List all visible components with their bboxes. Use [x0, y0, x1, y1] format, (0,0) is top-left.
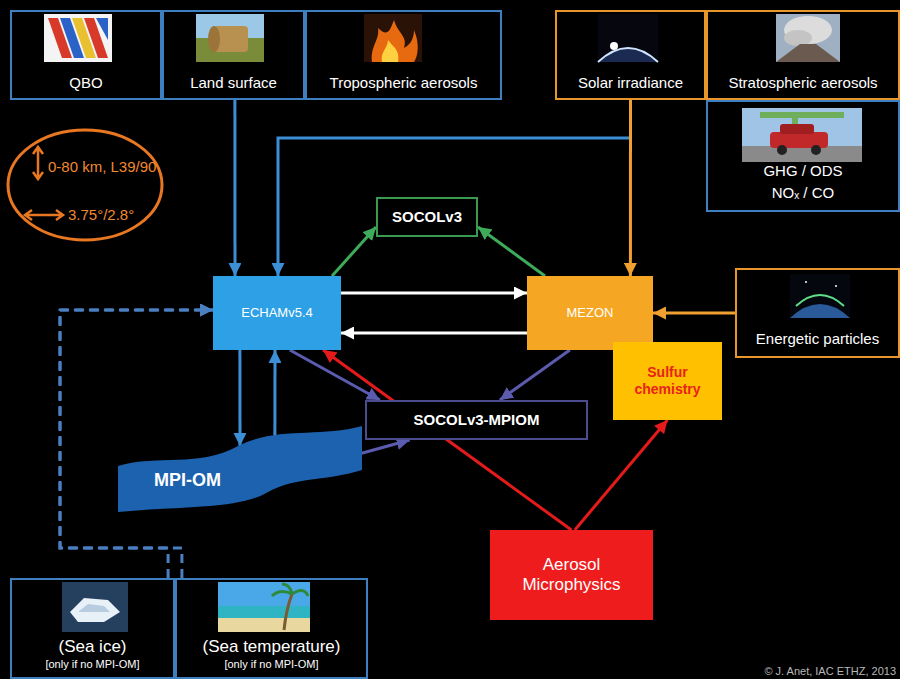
module-box: Aerosol Microphysics	[490, 530, 653, 620]
ocean-wave	[118, 426, 362, 512]
input-box: Energetic particles	[735, 268, 900, 358]
input-box: GHG / ODS NOₓ / CO	[706, 100, 900, 212]
module-box: Sulfur chemistry	[613, 342, 722, 420]
model-component-box: MEZON	[527, 276, 653, 350]
node-sublabel: NOₓ / CO	[772, 184, 834, 202]
sun-earth-icon	[598, 14, 658, 62]
connector-arrow	[341, 332, 527, 335]
node-label: MPI-OM	[154, 470, 221, 492]
connector-arrow	[500, 350, 570, 400]
node-label: 0-80 km, L39/90	[48, 158, 156, 176]
copyright-note: © J. Anet, IAC ETHZ, 2013	[764, 665, 896, 677]
aurora-icon	[790, 274, 850, 318]
node-label: MEZON	[567, 305, 614, 321]
connector-arrow	[238, 350, 241, 446]
input-box: QBO	[10, 10, 162, 100]
boundary-box: (Sea temperature)[only if no MPI-OM]	[175, 578, 368, 679]
model-component-box: ECHAMv5.4	[213, 276, 341, 350]
ellipse-outline	[6, 128, 164, 242]
qbo-plot-icon	[44, 14, 112, 62]
connector-arrow	[575, 420, 668, 530]
ellipse-border	[8, 130, 162, 240]
input-box: Solar irradiance	[555, 10, 706, 100]
node-label: GHG / ODS	[763, 162, 842, 180]
node-label: Tropospheric aerosols	[330, 74, 478, 92]
node-label: Solar irradiance	[578, 74, 683, 92]
input-box: Stratospheric aerosols	[706, 10, 900, 100]
sea-ice-icon	[62, 582, 128, 632]
horizontal-double-arrow	[25, 210, 63, 220]
node-label: SOCOLv3-MPIOM	[414, 411, 540, 429]
car-icon	[742, 108, 862, 162]
connector-arrow	[478, 227, 545, 276]
vertical-double-arrow	[33, 147, 43, 179]
node-label: QBO	[69, 74, 102, 92]
node-sublabel: [only if no MPI-OM]	[45, 658, 139, 671]
node-label: Sulfur chemistry	[619, 364, 716, 398]
node-sublabel: [only if no MPI-OM]	[224, 658, 318, 671]
fire-icon	[364, 14, 422, 62]
connector-arrow	[332, 227, 376, 276]
beach-icon	[218, 582, 310, 632]
model-box: SOCOLv3-MPIOM	[365, 400, 588, 440]
node-label: Energetic particles	[756, 330, 879, 348]
node-label: (Sea temperature)	[203, 637, 341, 657]
input-box: Land surface	[162, 10, 305, 100]
connector-arrow	[60, 310, 213, 578]
connector-arrow	[60, 310, 213, 578]
wave-outline	[118, 426, 362, 512]
connector-arrow	[233, 100, 236, 276]
node-label: SOCOLv3	[392, 208, 462, 226]
resolution-ellipse: 0-80 km, L39/90 3.75°/2.8°	[6, 128, 164, 242]
connector-arrow	[629, 100, 632, 276]
connector-arrow	[341, 292, 527, 295]
ocean-model-shape: MPI-OM	[118, 426, 362, 512]
input-box: Tropospheric aerosols	[305, 10, 502, 100]
connector-arrow	[278, 100, 631, 276]
node-sublabel: 3.75°/2.8°	[68, 206, 134, 224]
node-label: Aerosol Microphysics	[500, 555, 643, 596]
node-label: (Sea ice)	[58, 637, 126, 657]
model-box: SOCOLv3	[376, 197, 478, 237]
node-label: ECHAMv5.4	[241, 305, 313, 321]
node-label: Stratospheric aerosols	[728, 74, 877, 92]
node-label: Land surface	[190, 74, 277, 92]
connector-arrow	[273, 350, 276, 436]
connector-arrow	[653, 312, 735, 315]
volcano-icon	[776, 14, 840, 62]
boundary-box: (Sea ice)[only if no MPI-OM]	[10, 578, 175, 679]
land-surface-icon	[196, 14, 264, 62]
